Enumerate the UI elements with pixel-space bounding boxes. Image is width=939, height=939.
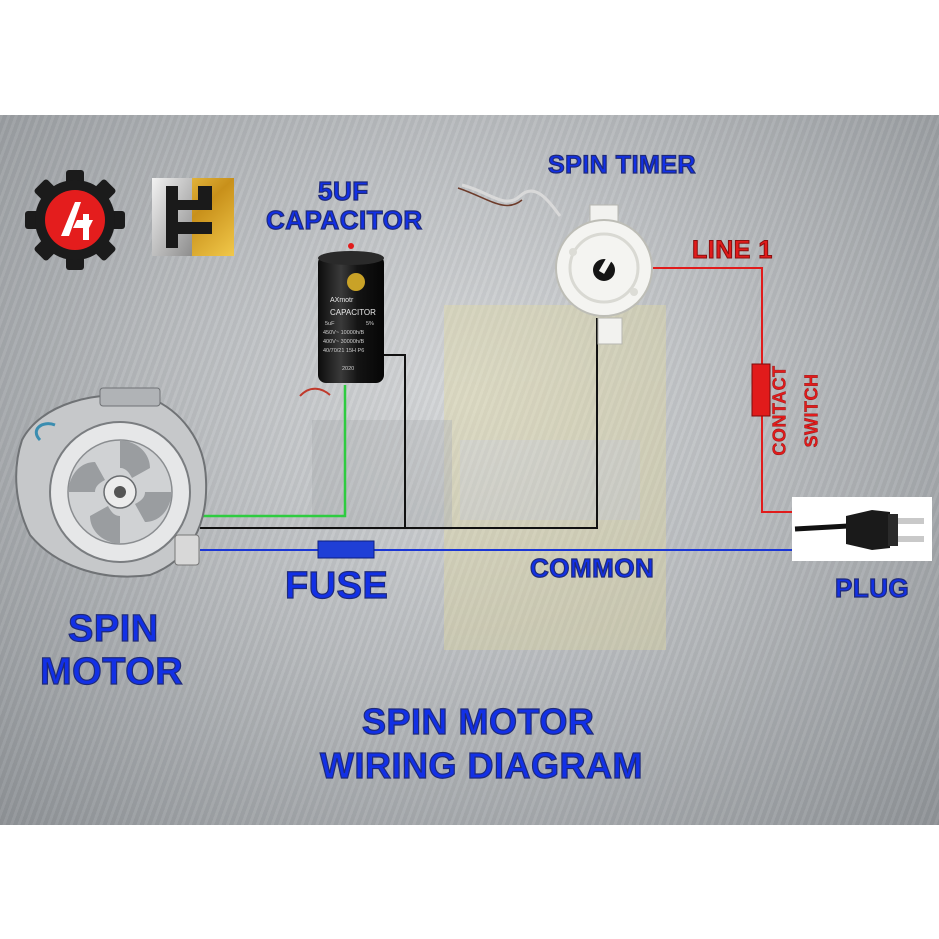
capacitor-year: 2020	[342, 366, 354, 372]
capacitor: AXmotr CAPACITOR 5uF 5% 450V~ 10000h/B 4…	[318, 243, 384, 383]
fuse-label: FUSE	[284, 564, 389, 607]
contact-switch-label-2: SWITCH	[801, 373, 822, 448]
fuse-element	[317, 540, 375, 559]
spin-timer-label: SPIN TIMER	[547, 150, 697, 179]
wiring-diagram: AXmotr CAPACITOR 5uF 5% 450V~ 10000h/B 4…	[15, 170, 932, 650]
green-wire	[200, 385, 347, 518]
capacitor-spec1: 450V~ 10000h/B	[323, 330, 364, 336]
te-logo-icon	[152, 178, 234, 256]
capacitor-label-1: 5UF	[317, 175, 369, 206]
timer-lead-wires	[461, 183, 562, 217]
spin-timer	[555, 204, 653, 345]
contact-switch-element	[751, 363, 771, 417]
plug	[792, 497, 932, 561]
capacitor-rating-right: 5%	[366, 321, 374, 327]
black-wire-timer	[405, 318, 598, 529]
capacitor-model: CAPACITOR	[330, 308, 376, 317]
spin-motor-label-2: MOTOR	[39, 650, 184, 693]
spin-motor	[15, 387, 208, 578]
capacitor-brand: AXmotr	[330, 297, 354, 304]
gear-logo-icon	[25, 170, 125, 270]
contact-switch-label-1: CONTACT	[769, 365, 790, 456]
title-line-1: SPIN MOTOR	[361, 700, 595, 742]
black-wire-capacitor	[200, 354, 406, 529]
common-label: COMMON	[529, 552, 655, 583]
capacitor-label-2: CAPACITOR	[265, 204, 423, 235]
title-line-2: WIRING DIAGRAM	[319, 744, 643, 786]
capacitor-rating-left: 5uF	[325, 321, 335, 327]
diagram-panel: AXmotr CAPACITOR 5uF 5% 450V~ 10000h/B 4…	[0, 115, 939, 825]
spin-motor-label-1: SPIN	[67, 607, 159, 650]
capacitor-spec3: 40/70/21 15H P6	[323, 348, 364, 354]
watermark	[312, 305, 666, 650]
capacitor-spec2: 400V~ 30000h/B	[323, 339, 364, 345]
line1-label: LINE 1	[692, 236, 773, 265]
plug-label: PLUG	[834, 572, 910, 603]
